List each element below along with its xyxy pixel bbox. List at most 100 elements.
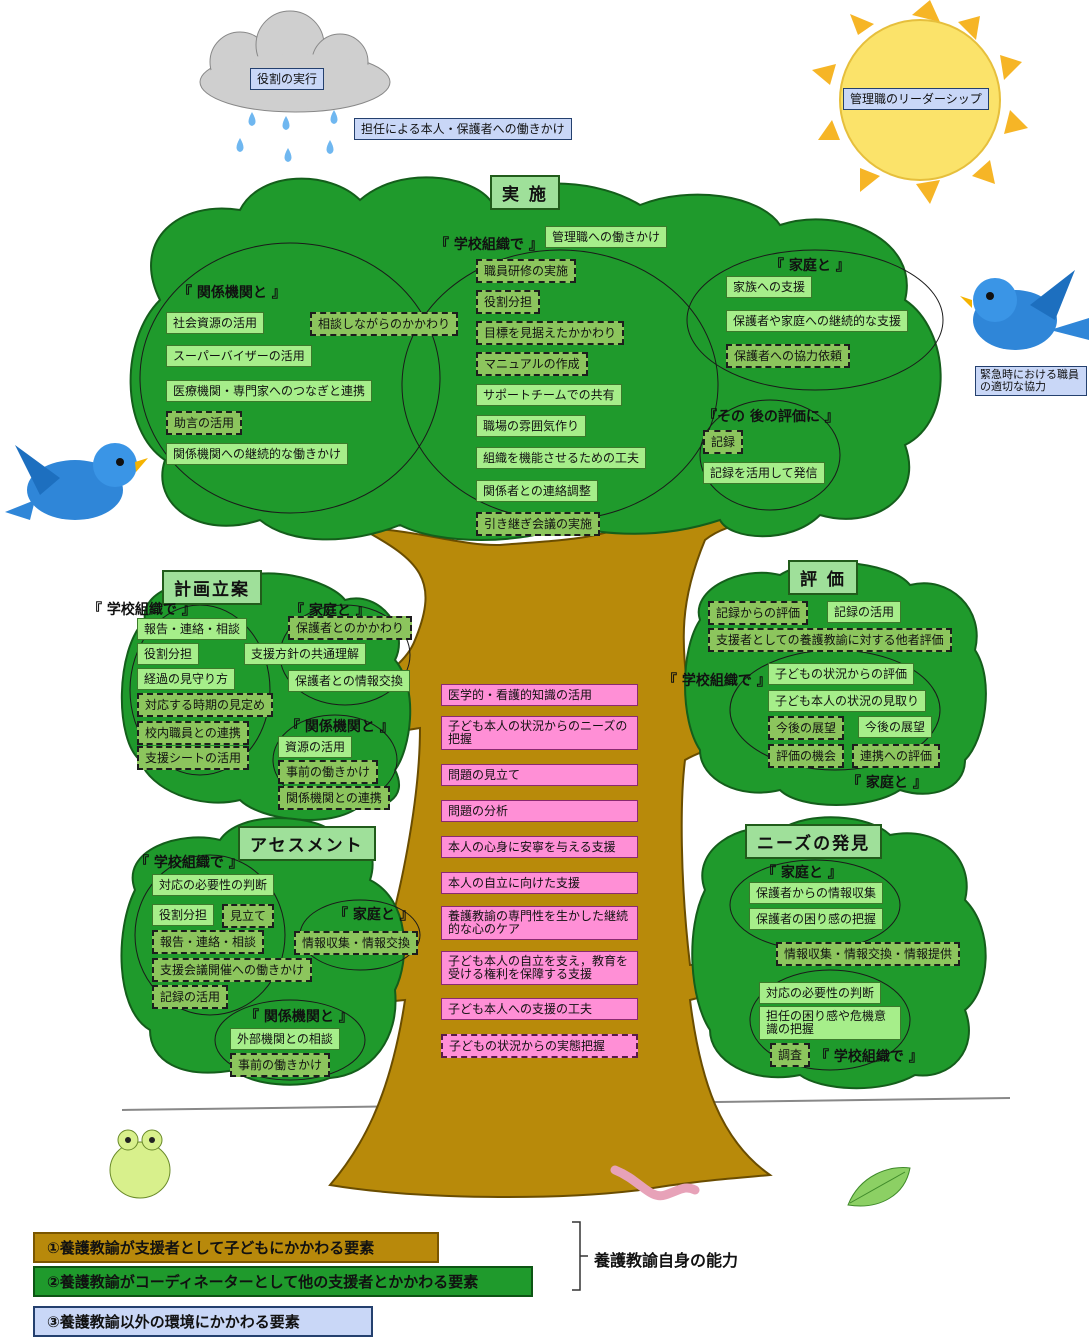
needs-katei-item: 保護者からの情報収集 — [749, 882, 884, 904]
assessment-school-item: 支援会議開催への働きかけ — [152, 958, 313, 982]
trunk-item: 子ども本人の状況からのニーズの把握 — [441, 716, 638, 750]
cloud-icon — [199, 10, 391, 113]
trunk-item: 問題の見立て — [441, 764, 638, 786]
jisshi-school-item: 目標を見据えたかかわり — [476, 321, 625, 345]
jisshi-kikan-item: 相談しながらのかかわり — [310, 312, 459, 336]
trunk-item: 子ども本人の自立を支え，教育を受ける権利を保障する支援 — [441, 951, 638, 985]
frog-icon — [109, 1129, 171, 1199]
assessment-kikan-item: 外部機関との相談 — [230, 1028, 340, 1050]
assessment-katei-group: 『 家庭と 』 — [334, 907, 414, 923]
jisshi-school-item: 引き継ぎ会議の実施 — [476, 512, 601, 536]
hyoka-item: 評価の機会 — [768, 744, 845, 768]
needs-school-item: 対応の必要性の判断 — [759, 982, 882, 1004]
hyoka-item: 子どもの状況からの評価 — [768, 663, 915, 685]
leaf-icon — [847, 1166, 911, 1207]
hyoka-school-group: 『 学校組織で 』 — [663, 673, 771, 689]
hyoka-item: 子ども本人の状況の見取り — [768, 690, 927, 712]
legend-item-1: ①養護教諭が支援者として子どもにかかわる要素 — [33, 1232, 439, 1263]
hyoka-item: 今後の展望 — [768, 716, 845, 740]
jisshi-school-item: 職場の雰囲気作り — [476, 415, 587, 437]
keikaku-katei-group: 『 家庭と 』 — [290, 603, 370, 619]
trunk-item: 子どもの状況からの実態把握 — [441, 1034, 638, 1058]
jisshi-kikan-item: 関係機関への継続的な働きかけ — [166, 443, 349, 465]
legend-item-2: ②養護教諭がコーディネーターとして他の支援者とかかわる要素 — [33, 1266, 533, 1297]
jisshi-katei-item: 保護者への協力依頼 — [726, 344, 851, 368]
jisshi-kikan-item: スーパーバイザーの活用 — [166, 345, 312, 367]
keikaku-kikan-group: 『 関係機関と 』 — [286, 719, 394, 735]
jisshi-kikan-group: 『 関係機関と 』 — [178, 285, 286, 301]
keikaku-katei-item: 保護者とのかかわり — [288, 616, 412, 640]
jisshi-school-item: 職員研修の実施 — [476, 259, 577, 283]
jisshi-hyoka-item: 記録 — [703, 430, 744, 454]
assessment-school-group: 『 学校組織で 』 — [135, 855, 243, 871]
jisshi-school-group: 『 学校組織で 』 — [435, 237, 543, 253]
raindrop-icon — [236, 110, 338, 162]
trunk-item: 養護教諭の専門性を生かした継続的な心のケア — [441, 906, 638, 940]
trunk-item: 本人の心身に安寧を与える支援 — [441, 836, 638, 858]
legend-bracket-label: 養護教諭自身の能力 — [594, 1251, 739, 1270]
bird-note: 緊急時における職員の適切な協力 — [975, 366, 1087, 396]
jisshi-school-item: マニュアルの作成 — [476, 352, 588, 376]
jisshi-title: 実 施 — [490, 175, 560, 210]
jisshi-school-item: 関係者との連絡調整 — [476, 480, 598, 502]
keikaku-title: 計画立案 — [162, 570, 262, 605]
needs-katei-group: 『 家庭と 』 — [762, 865, 842, 881]
hyoka-top-item: 記録からの評価 — [708, 601, 809, 625]
hyoka-item: 今後の展望 — [858, 716, 933, 738]
keikaku-kikan-item: 事前の働きかけ — [278, 760, 379, 784]
needs-school-item: 担任の困り感や危機意識の把握 — [759, 1006, 901, 1040]
assessment-title: アセスメント — [238, 826, 376, 861]
assessment-school-item: 見立て — [222, 904, 275, 928]
jisshi-kikan-item: 助言の活用 — [166, 411, 243, 435]
jisshi-school-item: 管理職への働きかけ — [545, 226, 668, 248]
cloud-label: 役割の実行 — [250, 68, 325, 90]
hyoka-item: 連携への評価 — [852, 744, 941, 768]
hyoka-title: 評 価 — [788, 560, 858, 595]
assessment-school-item: 対応の必要性の判断 — [152, 874, 275, 896]
bird-icon — [5, 443, 148, 520]
bird-icon — [960, 270, 1089, 350]
assessment-katei-item: 情報収集・情報交換 — [294, 931, 419, 955]
hyoka-top-item: 支援者としての養護教諭に対する他者評価 — [708, 628, 952, 652]
assessment-school-item: 報告・連絡・相談 — [152, 930, 265, 954]
keikaku-school-item: 経過の見守り方 — [137, 668, 236, 690]
keikaku-school-group: 『 学校組織で 』 — [88, 602, 196, 618]
trunk-item: 医学的・看護的知識の活用 — [441, 684, 638, 706]
keikaku-kikan-item: 資源の活用 — [278, 736, 353, 758]
keikaku-shared-item: 支援方針の共通理解 — [244, 643, 367, 665]
assessment-school-item: 記録の活用 — [152, 985, 229, 1009]
needs-shared-item: 情報収集・情報交換・情報提供 — [776, 942, 961, 966]
assessment-kikan-group: 『 関係機関と 』 — [245, 1009, 353, 1025]
keikaku-school-item: 役割分担 — [137, 643, 200, 665]
jisshi-school-item: サポートチームでの共有 — [476, 384, 622, 406]
rain-note: 担任による本人・保護者への働きかけ — [354, 118, 572, 140]
jisshi-school-item: 役割分担 — [476, 290, 541, 314]
sun-label: 管理職のリーダーシップ — [843, 88, 989, 110]
jisshi-katei-item: 保護者や家庭への継続的な支援 — [726, 310, 909, 332]
worm-icon — [610, 1165, 700, 1201]
keikaku-school-item: 支援シートの活用 — [137, 746, 250, 770]
jisshi-katei-item: 家族への支援 — [726, 276, 813, 298]
trunk-item: 問題の分析 — [441, 800, 638, 822]
keikaku-school-item: 対応する時期の見定め — [137, 693, 274, 717]
needs-katei-item: 保護者の困り感の把握 — [749, 908, 884, 930]
keikaku-kikan-item: 関係機関との連携 — [278, 786, 390, 810]
trunk-item: 子ども本人への支援の工夫 — [441, 998, 638, 1020]
keikaku-school-item: 校内職員との連携 — [137, 721, 249, 745]
legend-bracket — [572, 1221, 588, 1291]
hyoka-katei-group: 『 家庭と 』 — [847, 775, 927, 791]
needs-school-item: 調査 — [770, 1043, 811, 1067]
assessment-school-item: 役割分担 — [152, 904, 215, 926]
keikaku-katei-item: 保護者との情報交換 — [288, 670, 410, 692]
jisshi-kikan-item: 医療機関・専門家へのつなぎと連携 — [166, 380, 373, 402]
keikaku-school-item: 報告・連絡・相談 — [137, 618, 248, 640]
legend-item-3: ③養護教諭以外の環境にかかわる要素 — [33, 1306, 373, 1337]
trunk-item: 本人の自立に向けた支援 — [441, 872, 638, 894]
jisshi-school-item: 組織を機能させるための工夫 — [476, 447, 647, 469]
jisshi-kikan-item: 社会資源の活用 — [166, 312, 265, 334]
jisshi-hyoka-group: 『その 後の評価に 』 — [703, 409, 839, 425]
jisshi-hyoka-item: 記録を活用して発信 — [703, 462, 825, 484]
needs-school-group: 『 学校組織で 』 — [815, 1049, 923, 1065]
assessment-kikan-item: 事前の働きかけ — [230, 1053, 331, 1077]
hyoka-top-item: 記録の活用 — [827, 601, 902, 623]
